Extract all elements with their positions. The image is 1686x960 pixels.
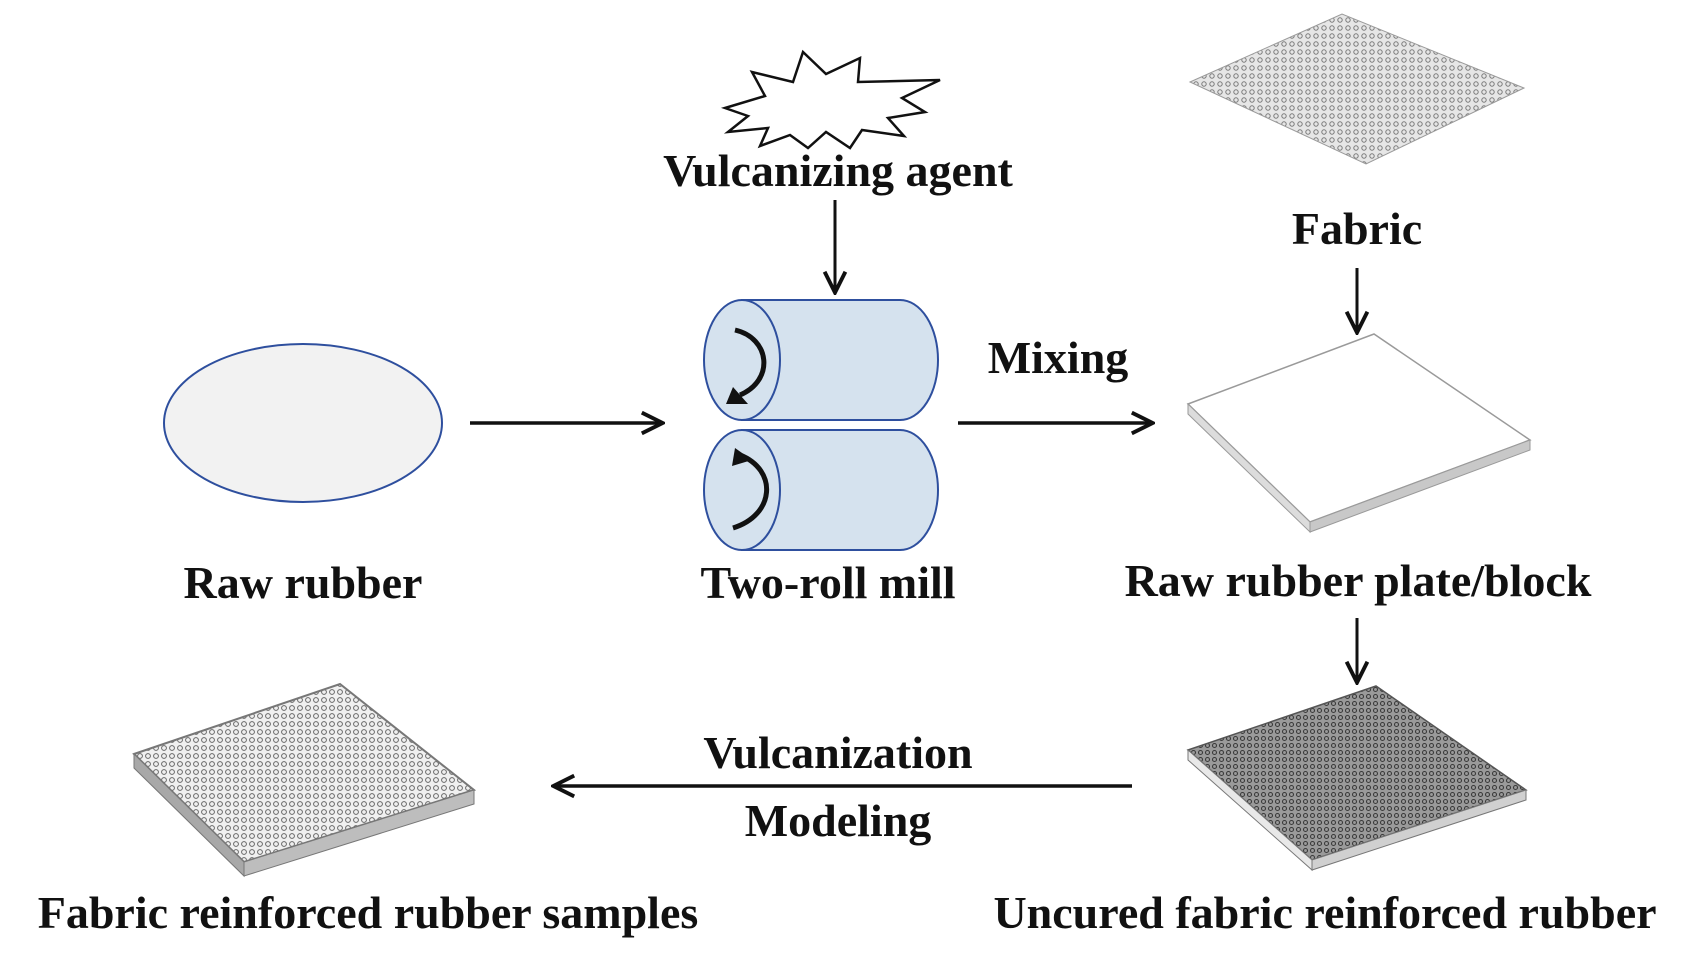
fabric-sheet [1188,13,1526,165]
fabric-samples-plate [132,682,477,878]
fabric-samples-label: Fabric reinforced rubber samples [38,887,699,938]
modeling-label: Modeling [745,795,932,846]
raw-rubber-plate [1186,333,1532,534]
uncured-fabric-label: Uncured fabric reinforced rubber [993,887,1656,938]
vulcanizing-agent-label: Vulcanizing agent [663,145,1013,196]
two-roll-mill [703,299,939,551]
two-roll-mill-label: Two-roll mill [700,557,955,608]
starburst-icon [720,49,941,150]
vulcanization-label: Vulcanization [703,727,972,778]
raw-rubber-ellipse [163,343,443,503]
mixing-label: Mixing [988,332,1129,383]
raw-rubber-plate-label: Raw rubber plate/block [1125,555,1592,606]
uncured-fabric-plate [1186,685,1528,872]
rotation-arrow-icon [734,327,767,398]
fabric-label: Fabric [1292,203,1422,254]
raw-rubber-label: Raw rubber [184,557,423,608]
